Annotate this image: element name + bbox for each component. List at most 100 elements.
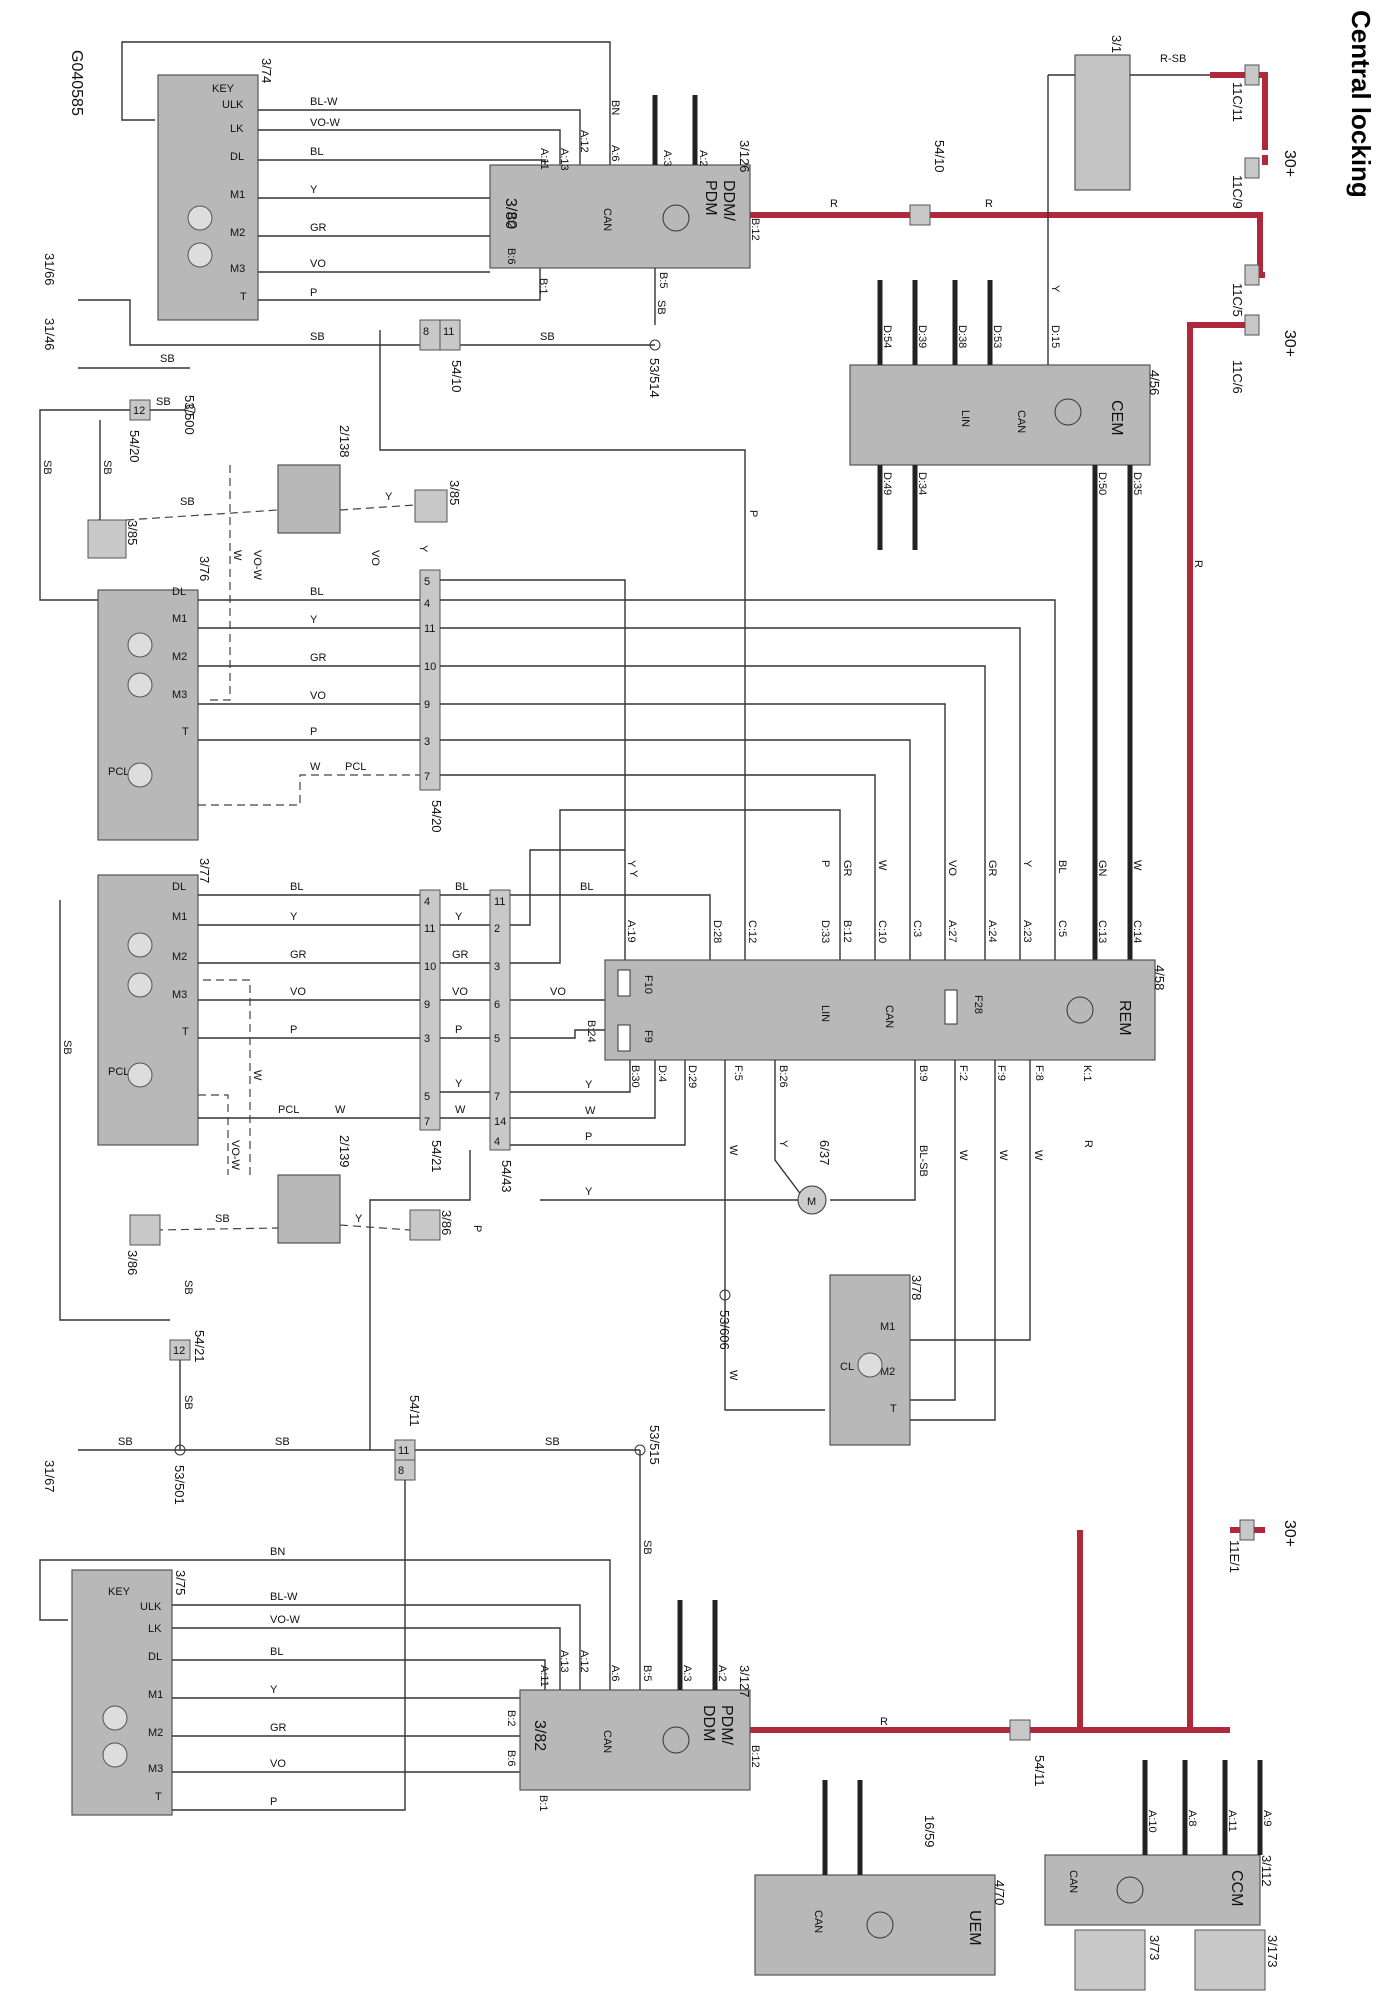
svg-text:D:50: D:50 (1096, 472, 1108, 495)
svg-text:11C/5: 11C/5 (1230, 283, 1245, 317)
svg-text:GN: GN (1096, 860, 1108, 877)
svg-text:11: 11 (398, 1445, 409, 1457)
svg-text:VO: VO (270, 1758, 286, 1770)
svg-text:BL-SB: BL-SB (917, 1145, 929, 1177)
svg-text:M2: M2 (148, 1727, 163, 1739)
svg-text:4/56: 4/56 (1147, 370, 1162, 395)
svg-text:D:29: D:29 (686, 1065, 698, 1088)
svg-text:3/1: 3/1 (1109, 35, 1124, 53)
lock-3-74: 3/74 KEY ULK LK DL M1 M2 M3 T (157, 58, 274, 321)
svg-text:8: 8 (398, 1465, 404, 1477)
svg-text:3/78: 3/78 (909, 1275, 924, 1300)
switch-3-85-right: 3/85 (414, 480, 462, 523)
svg-text:KEY: KEY (212, 83, 235, 95)
module-ccm-3-112: 3/112 CCM CAN A:10 A:8 A:11 A:9 3/73 3/1… (1044, 1760, 1280, 1991)
svg-text:B:5: B:5 (641, 1665, 653, 1682)
svg-text:A:2: A:2 (697, 150, 709, 167)
svg-text:D:39: D:39 (916, 325, 928, 348)
switch-3-86-left: 3/86 (125, 1214, 161, 1275)
svg-text:BL-W: BL-W (310, 96, 338, 108)
svg-text:VO-W: VO-W (251, 550, 263, 581)
wires-3-75: BN BL-W VO-W BL Y GR VO P (39, 1546, 611, 1811)
svg-text:11: 11 (424, 923, 435, 935)
connector-54-11-power: 54/11 (1009, 1719, 1047, 1787)
svg-text:SB: SB (545, 1436, 560, 1448)
svg-text:D:54: D:54 (881, 325, 893, 348)
svg-text:M3: M3 (148, 1763, 163, 1775)
connector-54-43-strip: 11 2 3 6 5 7 14 4 54/43 (489, 889, 514, 1193)
svg-text:R: R (830, 198, 838, 210)
svg-text:M1: M1 (148, 1689, 163, 1701)
svg-text:W: W (585, 1105, 596, 1117)
svg-text:CAN: CAN (1015, 410, 1027, 433)
module-pdm-ddm-3-127: 3/127 PDM/ DDM 3/82 CAN A:11 A:13 A:12 A… (505, 1600, 888, 1812)
wires-3-77: BL Y GR VO P PCL W BL Y GR VO P Y W (198, 881, 490, 1119)
svg-text:SB: SB (275, 1436, 290, 1448)
svg-text:W: W (335, 1104, 346, 1116)
wires-54-43-to-rem: BL VO Y W P Y (510, 809, 841, 1146)
svg-text:10: 10 (424, 661, 436, 673)
svg-text:F28: F28 (972, 995, 984, 1014)
svg-text:31/66: 31/66 (42, 253, 57, 286)
relay-2-139: 2/139 SB Y W VO-W (154, 979, 411, 1244)
motor-6-37: M 6/37 (797, 1140, 832, 1215)
svg-text:VO: VO (310, 690, 326, 702)
svg-text:P: P (310, 287, 317, 299)
document-id: G040585 (68, 50, 85, 116)
svg-text:GR: GR (270, 1722, 287, 1734)
svg-text:SB: SB (101, 460, 113, 475)
svg-text:11: 11 (424, 623, 435, 635)
svg-text:54/21: 54/21 (429, 1140, 444, 1173)
svg-text:11C/11: 11C/11 (1230, 82, 1245, 122)
svg-text:14: 14 (494, 1116, 506, 1128)
svg-text:5: 5 (494, 1033, 500, 1045)
svg-text:P: P (455, 1024, 462, 1036)
svg-text:A:11: A:11 (538, 148, 550, 170)
svg-text:Y: Y (455, 911, 463, 923)
svg-text:A:12: A:12 (578, 130, 590, 153)
svg-text:3/85: 3/85 (447, 480, 462, 505)
svg-text:54/21: 54/21 (192, 1330, 207, 1363)
svg-text:54/20: 54/20 (429, 800, 444, 833)
svg-text:6: 6 (494, 999, 500, 1011)
svg-text:K:1: K:1 (1081, 1065, 1093, 1082)
svg-text:VO: VO (290, 986, 306, 998)
svg-text:Y: Y (290, 911, 298, 923)
svg-text:12: 12 (173, 1345, 185, 1357)
svg-text:11C/9: 11C/9 (1230, 175, 1245, 209)
svg-text:F:9: F:9 (995, 1065, 1007, 1081)
svg-text:6/37: 6/37 (817, 1140, 832, 1165)
svg-text:PCL: PCL (278, 1104, 299, 1116)
svg-text:W: W (1032, 1150, 1044, 1161)
svg-text:A:12: A:12 (578, 1650, 590, 1673)
svg-text:A:27: A:27 (946, 920, 958, 943)
svg-text:Y: Y (310, 184, 318, 196)
svg-text:SB: SB (61, 1040, 73, 1055)
svg-text:3/173: 3/173 (1265, 1935, 1280, 1968)
svg-text:B:30: B:30 (629, 1065, 641, 1088)
module-uem-4-70: 4/70 UEM 16/59 CAN (754, 1780, 1007, 1976)
svg-text:P: P (290, 1024, 297, 1036)
svg-text:DL: DL (148, 1651, 162, 1663)
svg-text:T: T (182, 1026, 189, 1038)
svg-text:CCM: CCM (1228, 1870, 1245, 1906)
svg-text:SB: SB (182, 1280, 194, 1295)
wires-54-20-to-rem: P (379, 330, 1056, 960)
svg-text:W: W (997, 1150, 1009, 1161)
lock-3-77: 3/77 DL M1 M2 M3 T PCL (97, 858, 212, 1146)
svg-text:3/112: 3/112 (1259, 1855, 1274, 1887)
svg-text:P: P (471, 1225, 483, 1232)
svg-text:11: 11 (443, 326, 454, 338)
svg-text:B:24: B:24 (585, 1020, 597, 1043)
svg-text:VO-W: VO-W (270, 1614, 301, 1626)
svg-text:3/80: 3/80 (502, 198, 519, 229)
svg-text:Y: Y (355, 1213, 363, 1225)
svg-text:B:12: B:12 (749, 1745, 761, 1768)
svg-text:PDM: PDM (702, 180, 719, 216)
svg-text:C:10: C:10 (876, 920, 888, 943)
svg-text:A:11: A:11 (1226, 1810, 1238, 1832)
svg-text:KEY: KEY (108, 1586, 131, 1598)
svg-text:16/59: 16/59 (922, 1815, 937, 1848)
svg-text:SB: SB (180, 496, 195, 508)
svg-text:F:8: F:8 (1033, 1065, 1045, 1081)
